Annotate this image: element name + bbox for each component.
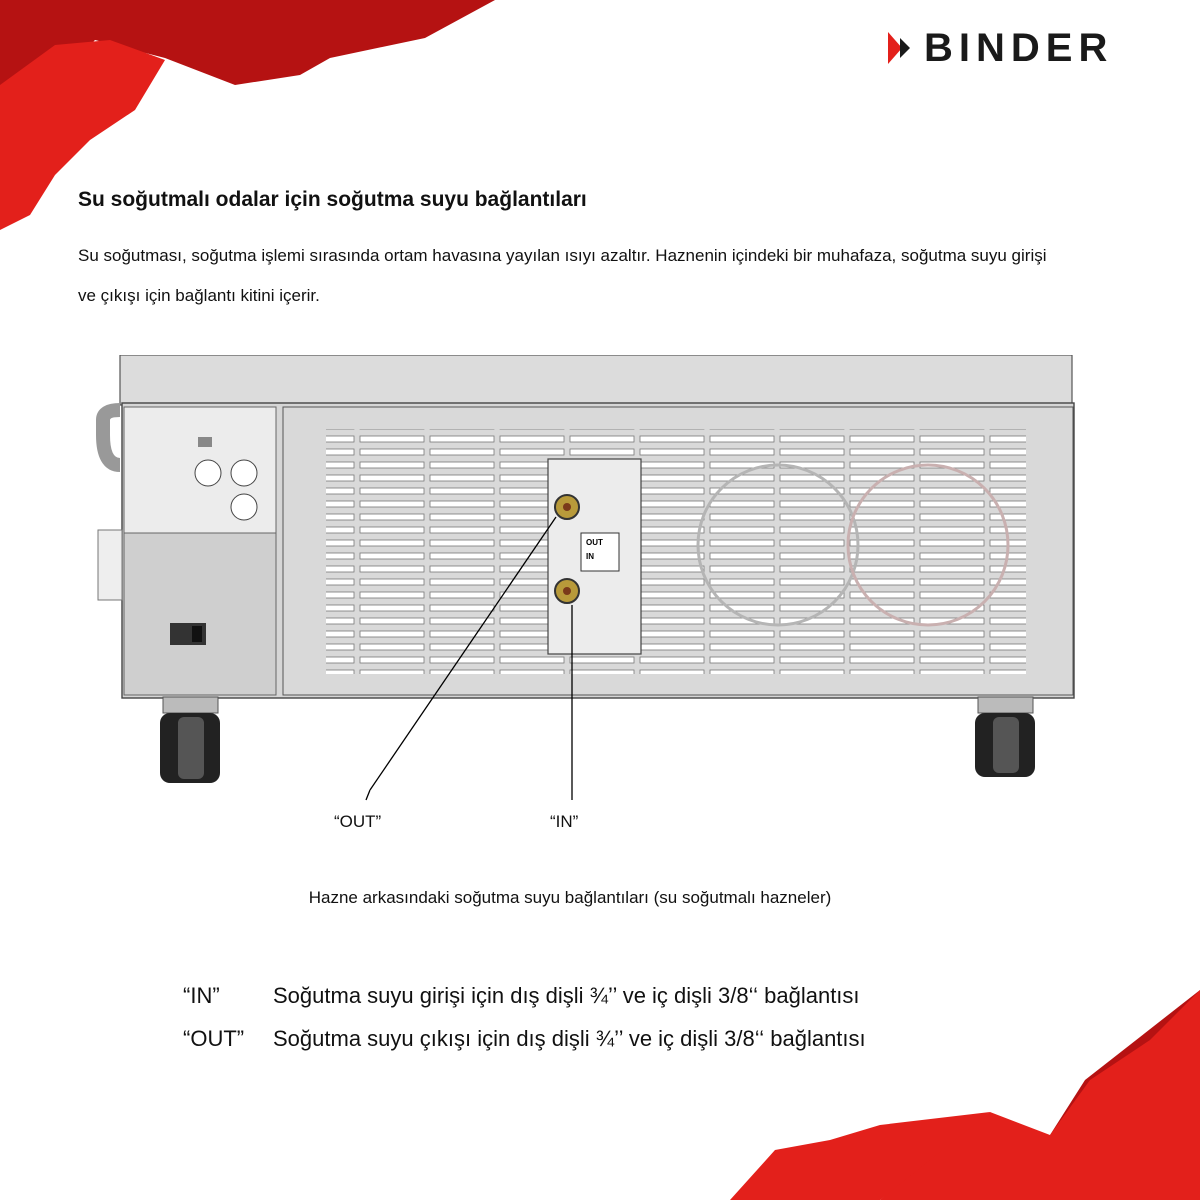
- top-left-red-shape: [0, 40, 165, 230]
- socket-icon: [230, 493, 258, 521]
- port-icon: [198, 437, 212, 447]
- fan-icon: [846, 463, 1010, 627]
- callout-in: “IN”: [550, 812, 579, 831]
- bottom-right-red-shape: [880, 990, 1200, 1200]
- top-left-dark-shape: [0, 0, 495, 160]
- connection-label-plate: [580, 532, 620, 572]
- switch-rocker: [192, 626, 202, 642]
- chamber-rear-diagram: OUT IN: [96, 355, 1075, 790]
- bottom-right-red-shape-2: [730, 1112, 990, 1200]
- callout-out: “OUT”: [334, 812, 382, 831]
- socket-icon: [194, 459, 222, 487]
- spec-code-out: “OUT”: [183, 1026, 245, 1051]
- panel-label-out: OUT: [586, 538, 603, 547]
- upper-cabinet: [119, 355, 1073, 406]
- page-title: Su soğutmalı odalar için soğutma suyu ba…: [78, 188, 587, 211]
- intro-paragraph: Su soğutması, soğutma işlemi sırasında o…: [78, 246, 1047, 305]
- fan-icon: [696, 463, 860, 627]
- spec-text-in: Soğutma suyu girişi için dış dişli ¾’’ v…: [273, 983, 860, 1008]
- spec-code-in: “IN”: [183, 983, 220, 1008]
- side-bracket: [97, 529, 123, 601]
- caster-left: [160, 696, 220, 783]
- vent-louvers: [326, 429, 1026, 674]
- hose: [96, 403, 121, 472]
- brand-name: BINDER: [924, 26, 1114, 70]
- panel-label-in: IN: [586, 552, 594, 561]
- spec-row-in: “IN” Soğutma suyu girişi için dış dişli …: [183, 983, 860, 1009]
- spec-text-out: Soğutma suyu çıkışı için dış dişli ¾’’ v…: [273, 1026, 866, 1051]
- binder-logo-icon: [888, 32, 910, 64]
- socket-icon: [230, 459, 258, 487]
- figure-caption: Hazne arkasındaki soğutma suyu bağlantıl…: [308, 888, 832, 907]
- brand-logo: BINDER: [884, 26, 1113, 70]
- out-leader-line: [369, 516, 557, 790]
- caster-right: [975, 696, 1035, 777]
- spec-row-out: “OUT” Soğutma suyu çıkışı için dış dişli…: [183, 1026, 866, 1052]
- switch-panel: [123, 532, 277, 696]
